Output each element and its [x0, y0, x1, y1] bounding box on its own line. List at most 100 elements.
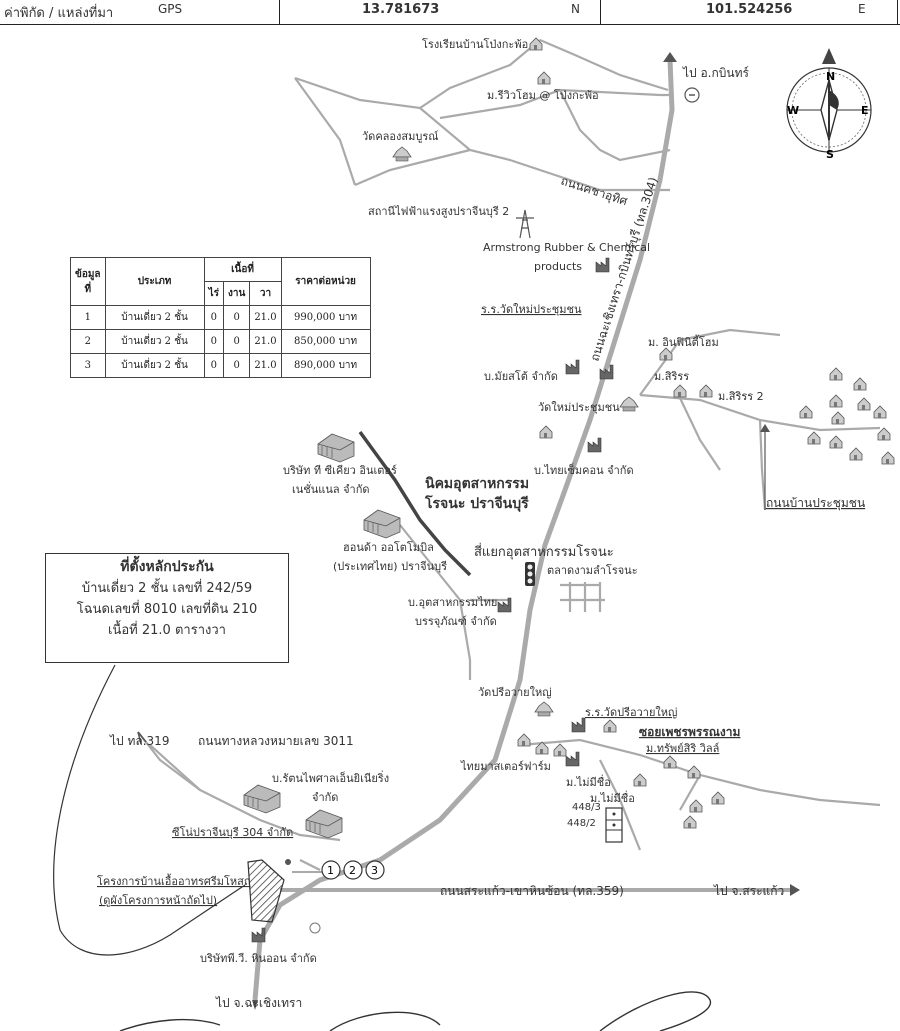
label-448-3: 448/3: [572, 802, 601, 813]
table-row: 1 บ้านเดี่ยว 2 ชั้น 0 0 21.0 990,000 บาท: [70, 305, 371, 330]
minor-roads: [149, 38, 881, 871]
label-tsk-1: บริษัท ที ซีเคียว อินเตอร์: [283, 464, 397, 477]
building-icon: [603, 719, 617, 733]
village-icon: [673, 384, 687, 398]
location-leader-line: [53, 664, 246, 956]
location-line-1: บ้านเดี่ยว 2 ชั้น เลขที่ 242/59: [81, 581, 253, 596]
compass-n: N: [826, 70, 835, 83]
longitude-value: 101.524256: [706, 2, 793, 17]
th-rai: ไร่: [203, 281, 224, 306]
label-review-home: ม.รีวิวโฮม @ โป่งกะพ้อ: [487, 88, 599, 102]
cell-wa: 21.0: [249, 329, 282, 354]
village-icon: [659, 347, 673, 361]
temple-icon: [619, 396, 639, 412]
building-448: [605, 807, 623, 843]
collateral-location-box: ที่ตั้งหลักประกัน บ้านเดี่ยว 2 ชั้น เลขท…: [45, 553, 289, 663]
label-to-319: ไป ทล.319: [109, 734, 169, 748]
marker-2: [343, 860, 363, 880]
coordinate-header: ค่าพิกัด / แหล่งที่มา GPS 13.781673 N 10…: [0, 0, 900, 25]
label-junction: สี่แยกอุตสาหกรรมโรจนะ: [474, 543, 614, 560]
th-wa: วา: [249, 281, 282, 306]
label-estate-1: นิคมอุตสาหกรรม: [425, 476, 529, 492]
label-wat-khlong: วัดคลองสมบูรณ์: [362, 130, 438, 143]
warehouse-icon: [243, 784, 281, 814]
location-map: N S E W: [53, 37, 895, 1031]
label-rattanaphan-1: บ.รัตนไพศาลเอ็นยิเนียริ่ง: [272, 770, 389, 785]
th-no-line2: ที่: [84, 283, 92, 295]
cell-ngan: 0: [222, 329, 251, 354]
marker-1-label: 1: [327, 864, 334, 877]
label-infinity-home: ม. อินฟินิตี้โฮม: [648, 334, 719, 349]
power-tower-icon: [516, 209, 534, 239]
label-pv-hinon: บริษัทพี.วี. หินออน จำกัด: [200, 952, 317, 965]
cell-type: บ้านเดี่ยว 2 ชั้น: [104, 305, 205, 330]
label-hwy-3011: ถนนทางหลวงหมายเลข 3011: [198, 734, 354, 748]
label-packaging-2: บรรจุภัณฑ์ จำกัด: [415, 615, 497, 628]
label-ban-prachumchon-road: ถนนบ้านประชุมชน: [766, 496, 865, 511]
th-no: ข้อมูล ที่: [70, 257, 106, 306]
cell-rai: 0: [203, 329, 224, 354]
cell-no: 3: [70, 353, 106, 378]
compass-e: E: [861, 104, 869, 117]
latitude-value: 13.781673: [362, 2, 440, 17]
label-tsk-2: เนชั่นแนล จำกัด: [292, 481, 370, 496]
traffic-light-icon: [525, 562, 535, 586]
marker-3-label: 3: [371, 864, 378, 877]
label-packaging-1: บ.อุตสาหกรรมไทย: [408, 596, 497, 609]
label-estate-2: โรจนะ ปราจีนบุรี: [424, 494, 529, 512]
cell-price: 990,000 บาท: [280, 305, 371, 330]
label-448-2: 448/2: [567, 818, 596, 829]
label-thai-master: ไทยมาสเตอร์ฟาร์ม: [460, 760, 551, 773]
table-row: 2 บ้านเดี่ยว 2 ชั้น 0 0 21.0 850,000 บาท: [70, 329, 371, 354]
label-to-kabinburi: ไป อ.กบินทร์: [682, 66, 749, 80]
table-row: 3 บ้านเดี่ยว 2 ชั้น 0 0 21.0 890,000 บาท: [70, 353, 371, 378]
longitude-direction: E: [858, 2, 866, 16]
location-line-3: เนื้อที่ 21.0 ตารางวา: [108, 623, 226, 638]
label-wat-mai: วัดใหม่ประชุมชน: [538, 401, 620, 414]
th-no-line1: ข้อมูล: [75, 268, 101, 280]
compass-w: W: [787, 104, 799, 117]
label-thai-cement: บ.ไทยเซ็มคอน จำกัด: [534, 463, 634, 477]
label-no-name-2: ม.ไม่มีชื่อ: [590, 790, 635, 805]
cell-ngan: 0: [222, 353, 251, 378]
project-area: [247, 859, 285, 923]
header-divider: [279, 0, 280, 24]
cell-no: 2: [70, 329, 106, 354]
farm-icon: [565, 751, 580, 767]
cell-type: บ้านเดี่ยว 2 ชั้น: [104, 353, 205, 378]
marker-group: 1 2 3: [292, 860, 385, 880]
village-icon: [537, 71, 551, 85]
th-type: ประเภท: [104, 257, 205, 306]
header-divider: [600, 0, 601, 24]
label-armstrong-products: products: [534, 260, 582, 273]
label-project-2: (ดูผังโครงการหน้าถัดไป): [99, 893, 217, 907]
label-rattanaphan-2: จำกัด: [312, 791, 338, 804]
latitude-direction: N: [571, 2, 580, 16]
label-sapsiri: ม.ทรัพย์สิริ วิลล์: [646, 742, 719, 755]
label-project-1: โครงการบ้านเอื้ออาทรศรีมโหสถ: [97, 873, 251, 888]
header-divider: [897, 0, 898, 24]
village-icon: [633, 773, 647, 787]
label-cpo: ซีโน่ปราจีนบุรี 304 จำกัด: [172, 825, 293, 839]
cell-price: 850,000 บาท: [280, 329, 371, 354]
label-rr-wat-preewai: ร.ร.วัดปรีอวายใหญ่: [585, 706, 677, 719]
factory-icon: [587, 437, 602, 453]
label-phetpanngam: ซอยเพชรพรรณงาม: [639, 725, 740, 739]
label-honda-2: (ประเทศไทย) ปราจีนบุรี: [333, 560, 447, 573]
marker-2-label: 2: [349, 864, 356, 877]
label-no-name-1: ม.ไม่มีชื่อ: [566, 774, 611, 789]
coordinate-source: GPS: [158, 2, 183, 16]
gas-station-icon: [684, 87, 700, 103]
cell-rai: 0: [203, 305, 224, 330]
label-mayato: บ.มัยสโต้ จำกัด: [484, 369, 558, 383]
north-arrow-road-icon: [663, 52, 677, 62]
compass-s: S: [826, 148, 834, 161]
marker-3: [365, 860, 385, 880]
signature-scribble: [119, 991, 711, 1031]
cell-price: 890,000 บาท: [280, 353, 371, 378]
building-icon: [539, 425, 553, 439]
cell-wa: 21.0: [249, 353, 282, 378]
industrial-estate-road: [358, 430, 472, 577]
label-sirin2: ม.สิริรร 2: [718, 390, 764, 403]
marker-1: [321, 860, 341, 880]
